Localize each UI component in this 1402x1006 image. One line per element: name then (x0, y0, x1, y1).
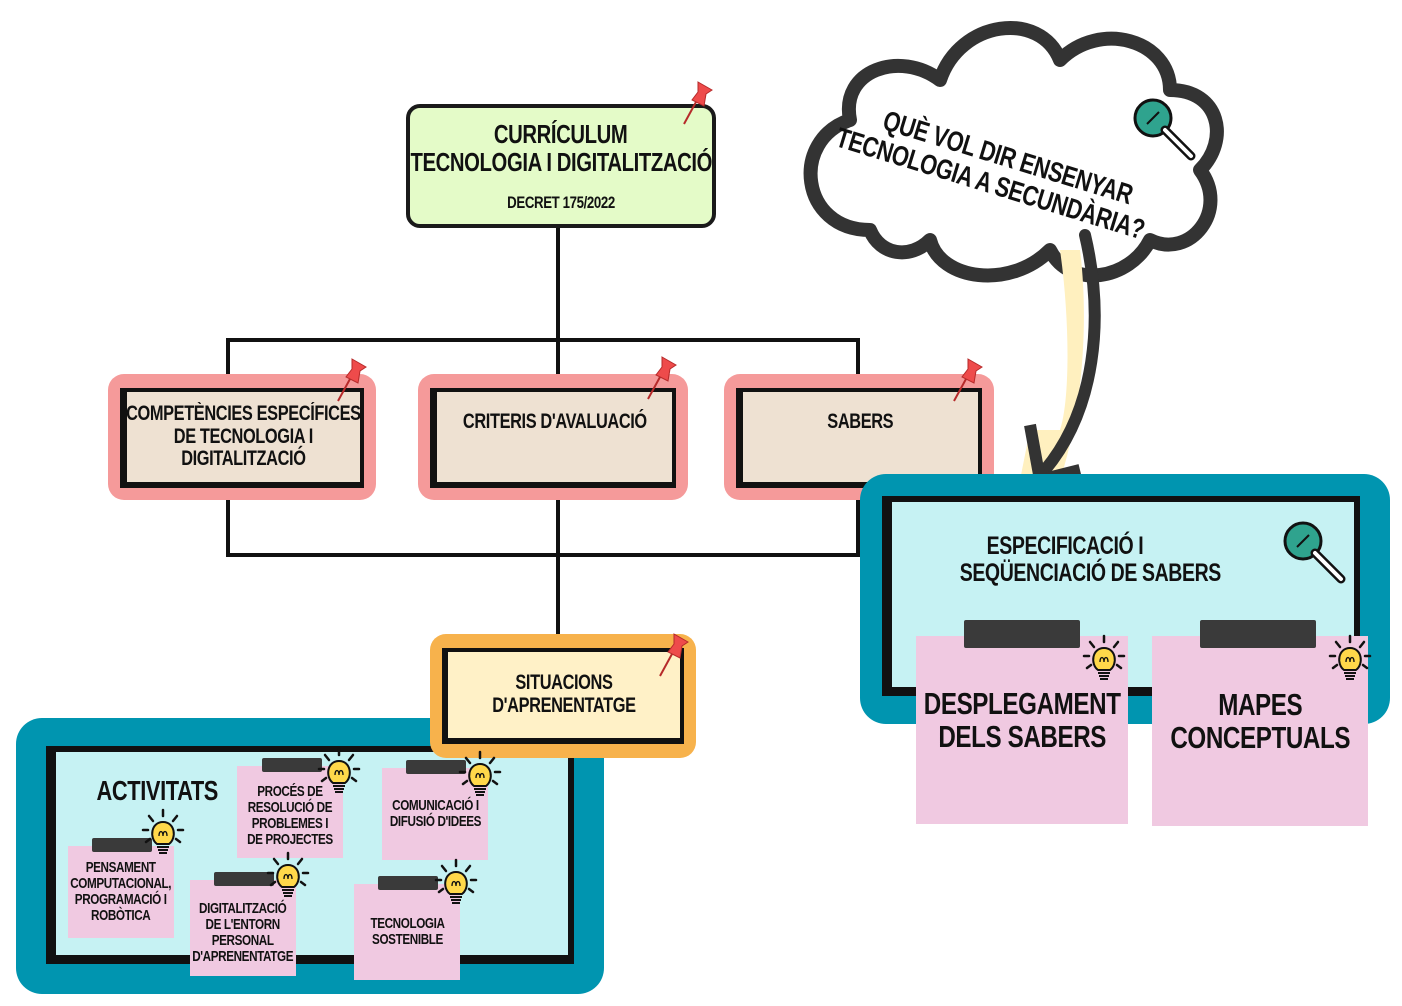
decree-label: Decret 175/2022 (507, 192, 615, 212)
note-digitalitzacio-line-1: Digitalització (199, 899, 287, 917)
lightbulb-icon (1082, 634, 1126, 681)
activitats-heading: Activitats (96, 775, 219, 806)
note-pensament-line-4: robòtica (91, 907, 151, 925)
branch-competencies-line-1: Competències específices (126, 401, 361, 425)
cloud-shape (803, 21, 1224, 283)
note-sostenible-line-1: Tecnologia (369, 914, 445, 932)
note-proces-line-1: Procés de (257, 782, 323, 800)
note-pensament: Pensament computacional, programació i r… (68, 846, 174, 938)
especificacio-heading: Especificació i seqüenciació de sabers (930, 532, 1222, 587)
note-comunicacio-line-2: difusió d'idees (389, 813, 481, 830)
pushpin-icon (647, 356, 677, 400)
title-line-1: Currículum (494, 118, 628, 149)
title-line-2: Tecnologia i Digitalització (410, 146, 712, 177)
lightbulb-icon (458, 750, 502, 797)
tape (214, 872, 274, 886)
curriculum-title-box: Currículum Tecnologia i Digitalització D… (406, 104, 716, 228)
lightbulb-icon (141, 808, 185, 855)
note-digitalitzacio-line-4: d'aprenentatge (192, 948, 294, 966)
note-digitalitzacio: Digitalització de l'entorn personal d'ap… (190, 880, 296, 976)
tape (964, 620, 1080, 648)
tape (92, 838, 152, 852)
situacions-line-1: Situacions (515, 671, 613, 695)
note-digitalitzacio-line-2: de l'entorn (205, 915, 281, 933)
tape (378, 876, 438, 890)
tape (1200, 620, 1316, 648)
note-proces: Procés de resolució de problemes i de pr… (237, 766, 343, 858)
note-proces-line-4: de projectes (247, 831, 333, 849)
note-pensament-line-1: Pensament (86, 858, 156, 876)
note-desplegament-line-1: Desplegament (923, 685, 1121, 721)
branch-criteris: Criteris d'avaluació (418, 374, 688, 500)
arrow-shaft (1039, 229, 1101, 476)
branch-criteris-label: Criteris d'avaluació (462, 409, 647, 433)
note-pensament-line-3: programació i (75, 891, 167, 908)
lightbulb-icon (317, 747, 361, 794)
note-mapes-line-2: conceptuals (1170, 720, 1350, 755)
especificacio-line-1: Especificació i (986, 532, 1144, 560)
magnifier-icon (1283, 521, 1346, 584)
pushpin-icon (953, 358, 983, 402)
situacions-box: Situacions d'aprenentatge (430, 634, 696, 758)
branch-competencies-line-2: de tecnologia i (173, 424, 314, 448)
note-desplegament: Desplegament dels sabers (916, 636, 1128, 824)
magnifier-icon (1133, 98, 1196, 161)
branch-sabers-label: Sabers (827, 409, 894, 433)
note-digitalitzacio-line-3: personal (212, 932, 274, 949)
tape (262, 758, 322, 772)
branch-competencies: Competències específices de tecnologia i… (108, 374, 376, 500)
note-proces-line-2: resolució de (247, 798, 333, 816)
branch-competencies-line-3: digitalització (181, 447, 306, 471)
note-mapes-line-1: Mapes (1217, 686, 1303, 722)
note-comunicacio-line-1: Comunicació i (391, 796, 479, 814)
note-desplegament-line-2: dels sabers (938, 719, 1106, 754)
tape (406, 760, 466, 774)
pushpin-icon (683, 81, 713, 125)
note-pensament-line-2: computacional, (70, 874, 172, 892)
situacions-line-2: d'aprenentatge (492, 694, 636, 717)
lightbulb-icon (434, 858, 478, 905)
note-comunicacio: Comunicació i difusió d'idees (382, 768, 488, 860)
pushpin-icon (659, 633, 689, 677)
note-sostenible-line-2: sostenible (371, 931, 443, 948)
pushpin-icon (337, 358, 367, 402)
note-tecnologia-sostenible: Tecnologia sostenible (354, 884, 460, 980)
lightbulb-icon (1328, 634, 1372, 681)
lightbulb-icon (266, 851, 310, 898)
note-proces-line-3: problemes i (251, 815, 329, 832)
